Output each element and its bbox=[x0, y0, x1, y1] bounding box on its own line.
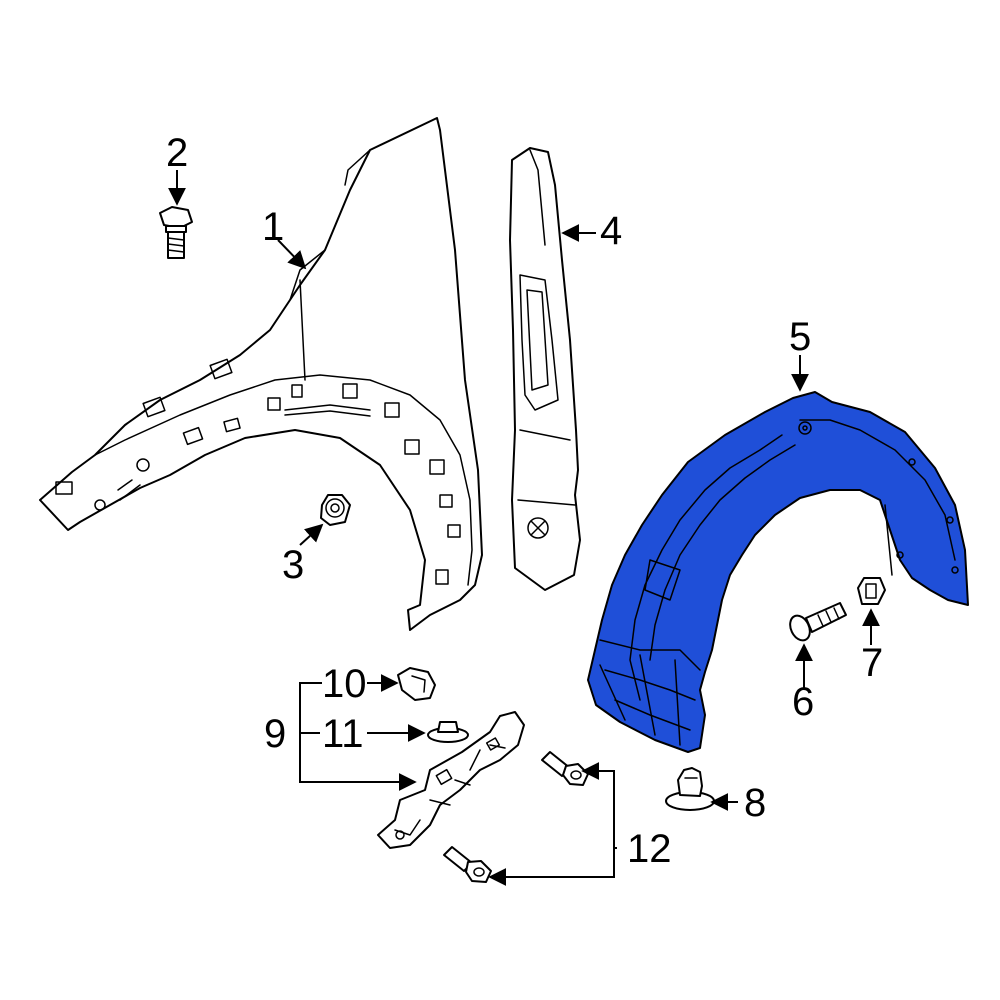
callout-4: 4 bbox=[600, 209, 622, 253]
grommet-part-11[interactable] bbox=[427, 721, 469, 743]
bolt-part-12-upper[interactable] bbox=[541, 751, 589, 786]
callout-3: 3 bbox=[282, 543, 304, 587]
screw-part-6[interactable] bbox=[786, 602, 847, 644]
callout-7: 7 bbox=[861, 641, 883, 685]
callout-9: 9 bbox=[264, 712, 286, 756]
callout-2: 2 bbox=[166, 131, 188, 175]
callout-12: 12 bbox=[627, 827, 672, 871]
callout-10: 10 bbox=[322, 662, 367, 706]
push-rivet-part-8[interactable] bbox=[665, 767, 715, 811]
callout-6: 6 bbox=[792, 680, 814, 724]
leader-lines bbox=[168, 170, 880, 886]
fender-part[interactable] bbox=[39, 117, 483, 631]
callout-5: 5 bbox=[789, 315, 811, 359]
callout-11: 11 bbox=[322, 712, 364, 756]
callout-8: 8 bbox=[744, 781, 766, 825]
clip-part-10[interactable] bbox=[397, 667, 436, 701]
fender-liner-part-5[interactable] bbox=[587, 391, 969, 753]
bolt-part-12-lower[interactable] bbox=[443, 846, 492, 883]
fender-liner-shape bbox=[587, 391, 969, 753]
bolt-part-2[interactable] bbox=[159, 206, 193, 259]
insulator-part-4[interactable] bbox=[509, 147, 581, 591]
callout-1: 1 bbox=[262, 205, 284, 249]
clip-part-7[interactable] bbox=[857, 577, 886, 605]
bracket-part-9[interactable] bbox=[377, 711, 525, 849]
nut-part-3[interactable] bbox=[320, 494, 351, 526]
